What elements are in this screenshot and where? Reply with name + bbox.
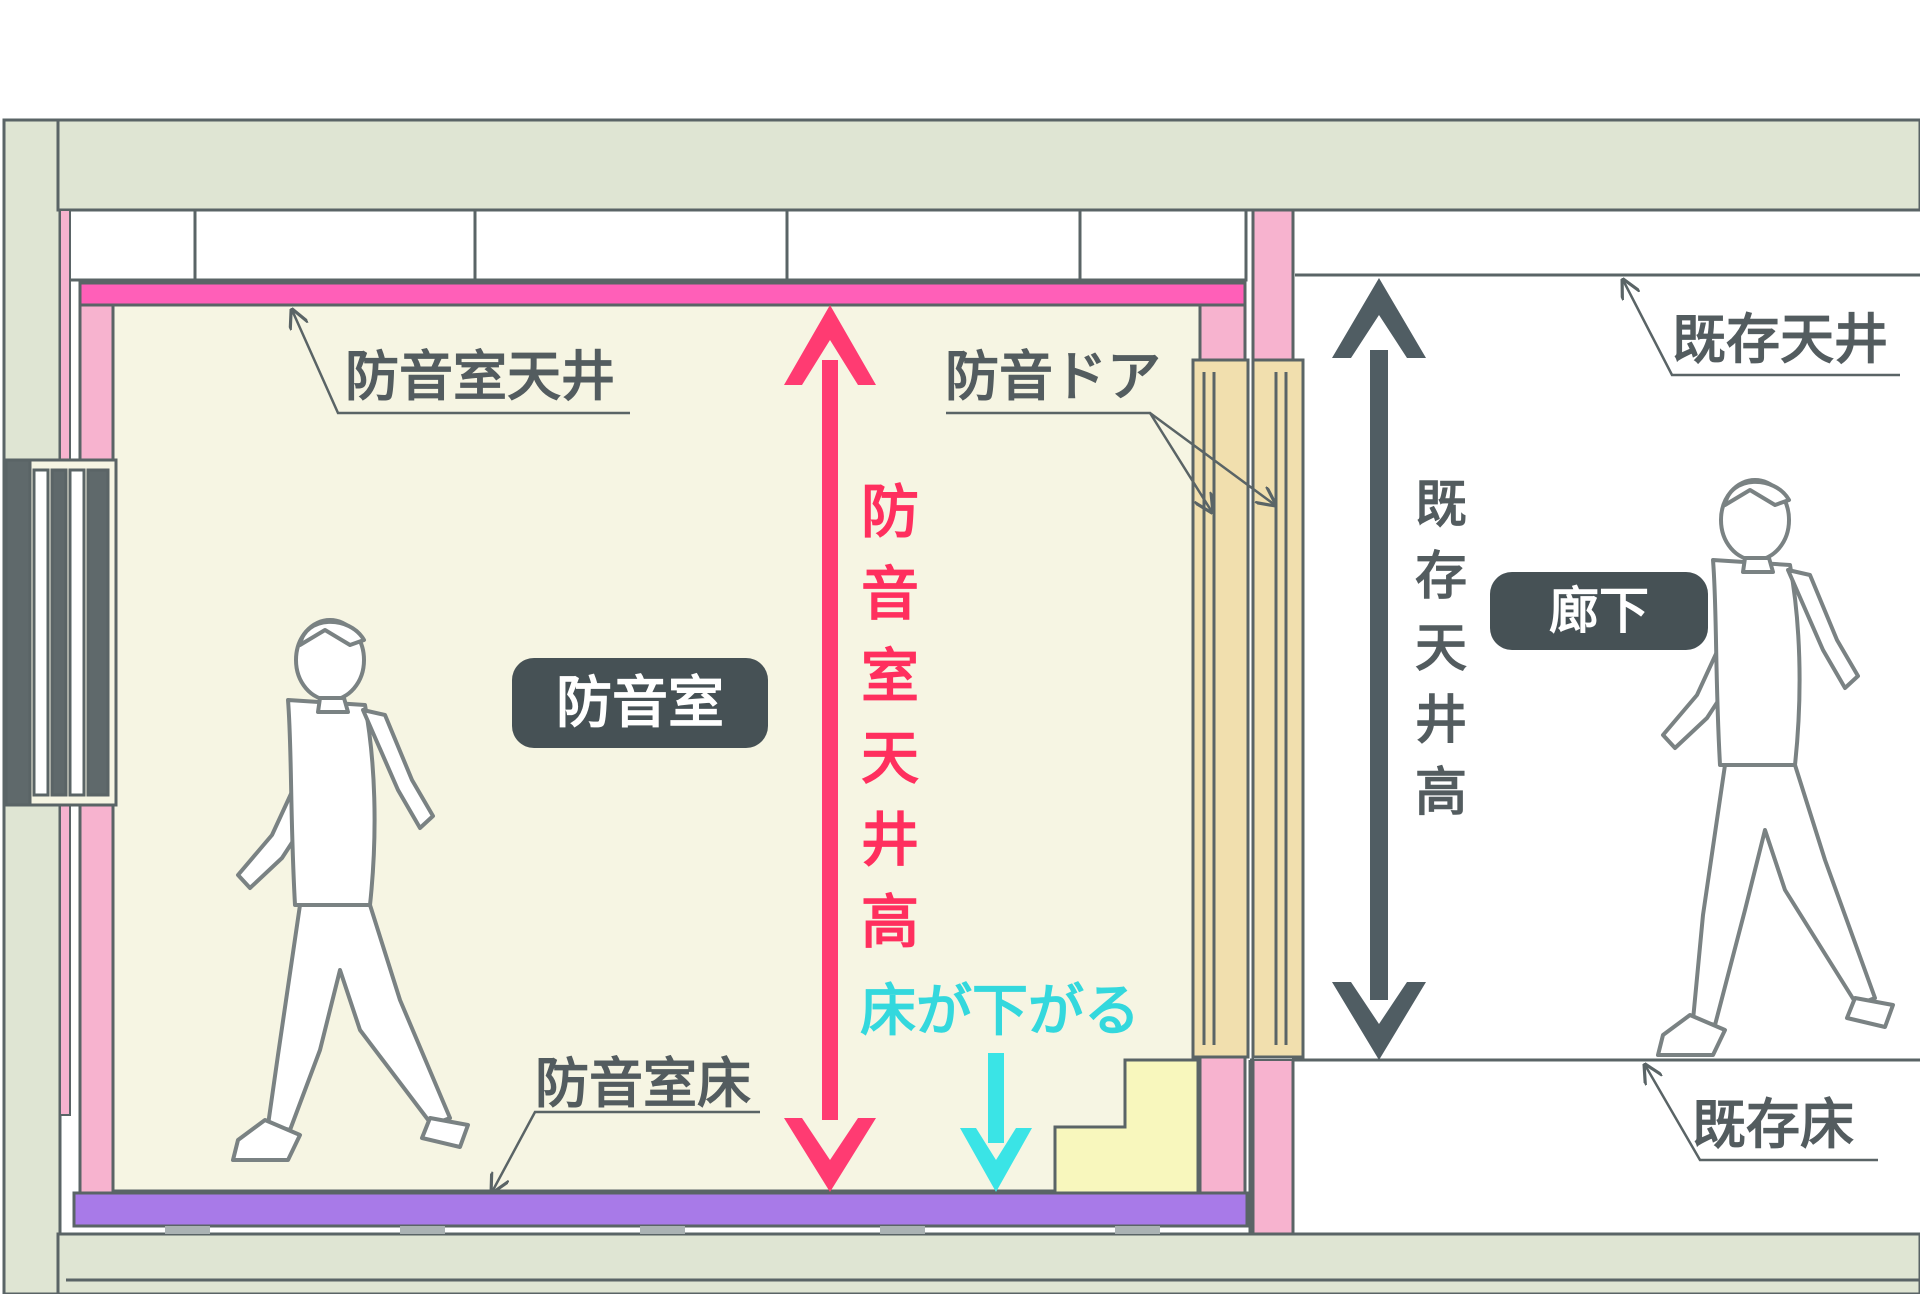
leader-lines xyxy=(292,280,1900,1192)
room-name-label: 防音室 xyxy=(556,671,724,736)
window xyxy=(4,458,118,807)
ceiling-joists xyxy=(64,208,1248,282)
room-ceiling-label: 防音室天井 xyxy=(345,345,615,408)
vertical-label-char: 高 xyxy=(861,888,919,956)
vertical-label-char: 室 xyxy=(861,642,919,710)
room-ceiling-panel xyxy=(78,281,1247,307)
vertical-label-char: 高 xyxy=(1415,763,1467,823)
walking-person-corridor xyxy=(1656,478,1895,1057)
vertical-label-char: 井 xyxy=(1415,691,1467,751)
vertical-label-char: 天 xyxy=(861,724,919,792)
existing-floor-label: 既存床 xyxy=(1692,1093,1854,1156)
bottom-slab xyxy=(56,1232,1920,1294)
entrance-step xyxy=(1053,1058,1200,1195)
top-slab xyxy=(56,118,1920,212)
vertical-label-char: 音 xyxy=(861,560,919,628)
corridor-name-label: 廊下 xyxy=(1549,582,1649,640)
room-ceiling-height-arrow xyxy=(784,305,876,1192)
vertical-label-char: 既 xyxy=(1415,475,1467,535)
vertical-label-char: 防 xyxy=(861,478,919,546)
vertical-label-char: 存 xyxy=(1415,547,1467,607)
outer-door xyxy=(1251,358,1305,1059)
existing-ceiling-height-arrow xyxy=(1332,278,1426,1060)
room-floor-label: 防音室床 xyxy=(535,1052,751,1115)
vertical-label-char: 天 xyxy=(1415,619,1467,679)
existing-structure xyxy=(2,118,1920,1294)
room-door-label: 防音ドア xyxy=(945,345,1161,408)
soundproof-doors xyxy=(1191,358,1305,1059)
vertical-label-char: 井 xyxy=(861,806,919,874)
existing-ceiling-label: 既存天井 xyxy=(1672,308,1888,371)
room-floor-panel xyxy=(72,1191,1249,1228)
room-name-badge: 防音室 xyxy=(512,658,768,748)
corridor-name-badge: 廊下 xyxy=(1490,572,1708,650)
room-ceiling-height-label: 防音室天井高 xyxy=(861,478,919,956)
floor-lowers-label: 床が下がる xyxy=(860,979,1140,1044)
existing-ceiling-height-label: 既存天井高 xyxy=(1415,475,1467,823)
walking-person-room xyxy=(231,618,470,1162)
floor-lowers-arrow xyxy=(960,1053,1032,1192)
inner-door xyxy=(1191,358,1250,1059)
